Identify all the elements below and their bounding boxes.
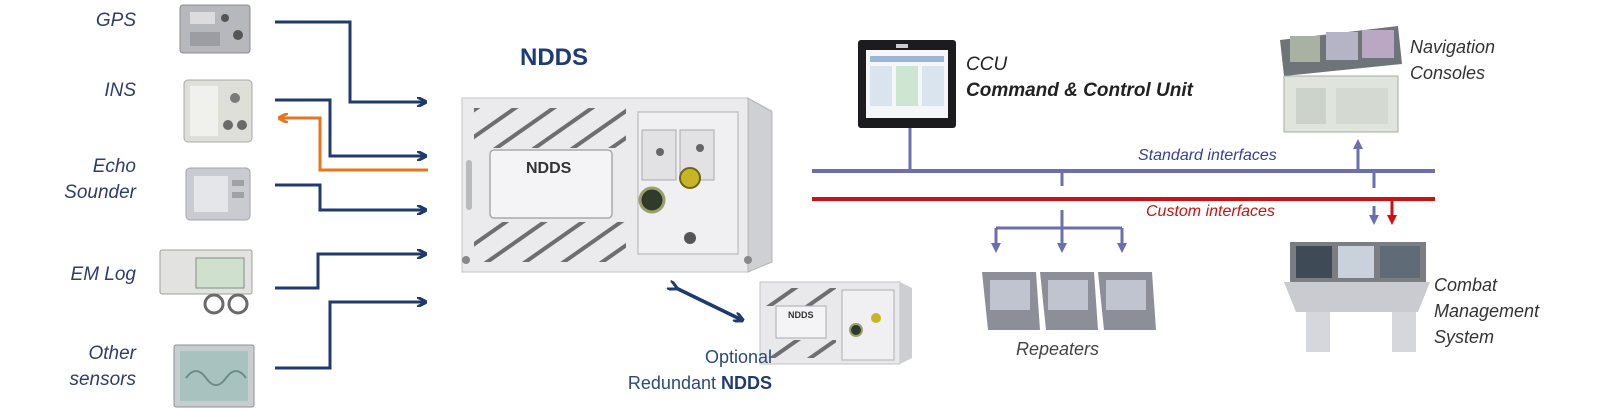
ins-label: INS (104, 80, 136, 101)
other-sensors-arrow (275, 302, 425, 370)
ndds-unit-face-label: NDDS (526, 160, 572, 177)
other-sensors-label-line2: sensors (69, 369, 136, 390)
optional-redundant-label: Optional Redundant NDDS (600, 344, 772, 396)
redundant-text: Redundant (627, 373, 721, 393)
ndds-redundant-unit (759, 281, 912, 365)
echo-sounder-device-image (185, 167, 251, 221)
em-log-arrow (275, 254, 425, 290)
navigation-label-line2: Consoles (1410, 63, 1486, 83)
ndds-redundant-face-label: NDDS (788, 310, 814, 320)
combat-management-label: Combat Management System (1434, 272, 1539, 350)
ccu-label-line2-text: Command & Control Unit (966, 80, 1193, 101)
ndds-title: NDDS (520, 44, 589, 71)
ccu-label-line2: Command & Control Unit (966, 78, 1193, 104)
echo-sounder-label-line1: Echo (92, 156, 136, 177)
combat-label-line1: Combat (1434, 275, 1498, 295)
repeater-display-3 (1098, 272, 1156, 330)
em-log-device-image (159, 249, 253, 315)
navigation-label-line1: Navigation (1410, 37, 1496, 57)
other-sensors-label: Other sensors (40, 341, 136, 393)
custom-interfaces-label: Custom interfaces (1146, 203, 1275, 220)
combat-management-image (1284, 242, 1430, 352)
echo-sounder-label: Echo Sounder (40, 154, 136, 206)
optional-label-line2: Redundant NDDS (600, 370, 772, 396)
gps-arrow (275, 20, 425, 102)
ccu-label-line1: CCU (966, 54, 1008, 75)
gps-label: GPS (95, 10, 136, 31)
redundancy-link-arrow (676, 288, 742, 320)
repeater-display-2 (1040, 272, 1098, 330)
redundant-ndds-text: NDDS (720, 373, 772, 393)
combat-label-line3: System (1434, 327, 1495, 347)
ins-device-image (183, 79, 253, 143)
optional-label-line1: Optional (704, 347, 772, 367)
gps-device-image (179, 4, 251, 54)
other-sensors-label-line1: Other (88, 343, 136, 364)
ccu-monitor-image (858, 40, 956, 128)
echo-sounder-arrow (275, 183, 425, 210)
other-sensors-device-image (173, 344, 255, 408)
repeaters-label: Repeaters (1016, 339, 1100, 359)
combat-label-line2: Management (1434, 301, 1540, 321)
ndds-main-unit (461, 97, 773, 273)
standard-interfaces-label: Standard interfaces (1138, 147, 1277, 164)
ccu-label: CCU Command & Control Unit (966, 52, 1193, 104)
ins-arrow (275, 98, 425, 156)
em-log-label: EM Log (70, 264, 136, 285)
navigation-consoles-image (1280, 26, 1402, 133)
navigation-consoles-label: Navigation Consoles (1410, 34, 1495, 86)
repeater-display-1 (982, 272, 1040, 330)
echo-sounder-label-line2: Sounder (64, 182, 136, 203)
ins-feedback-arrow (280, 118, 428, 172)
